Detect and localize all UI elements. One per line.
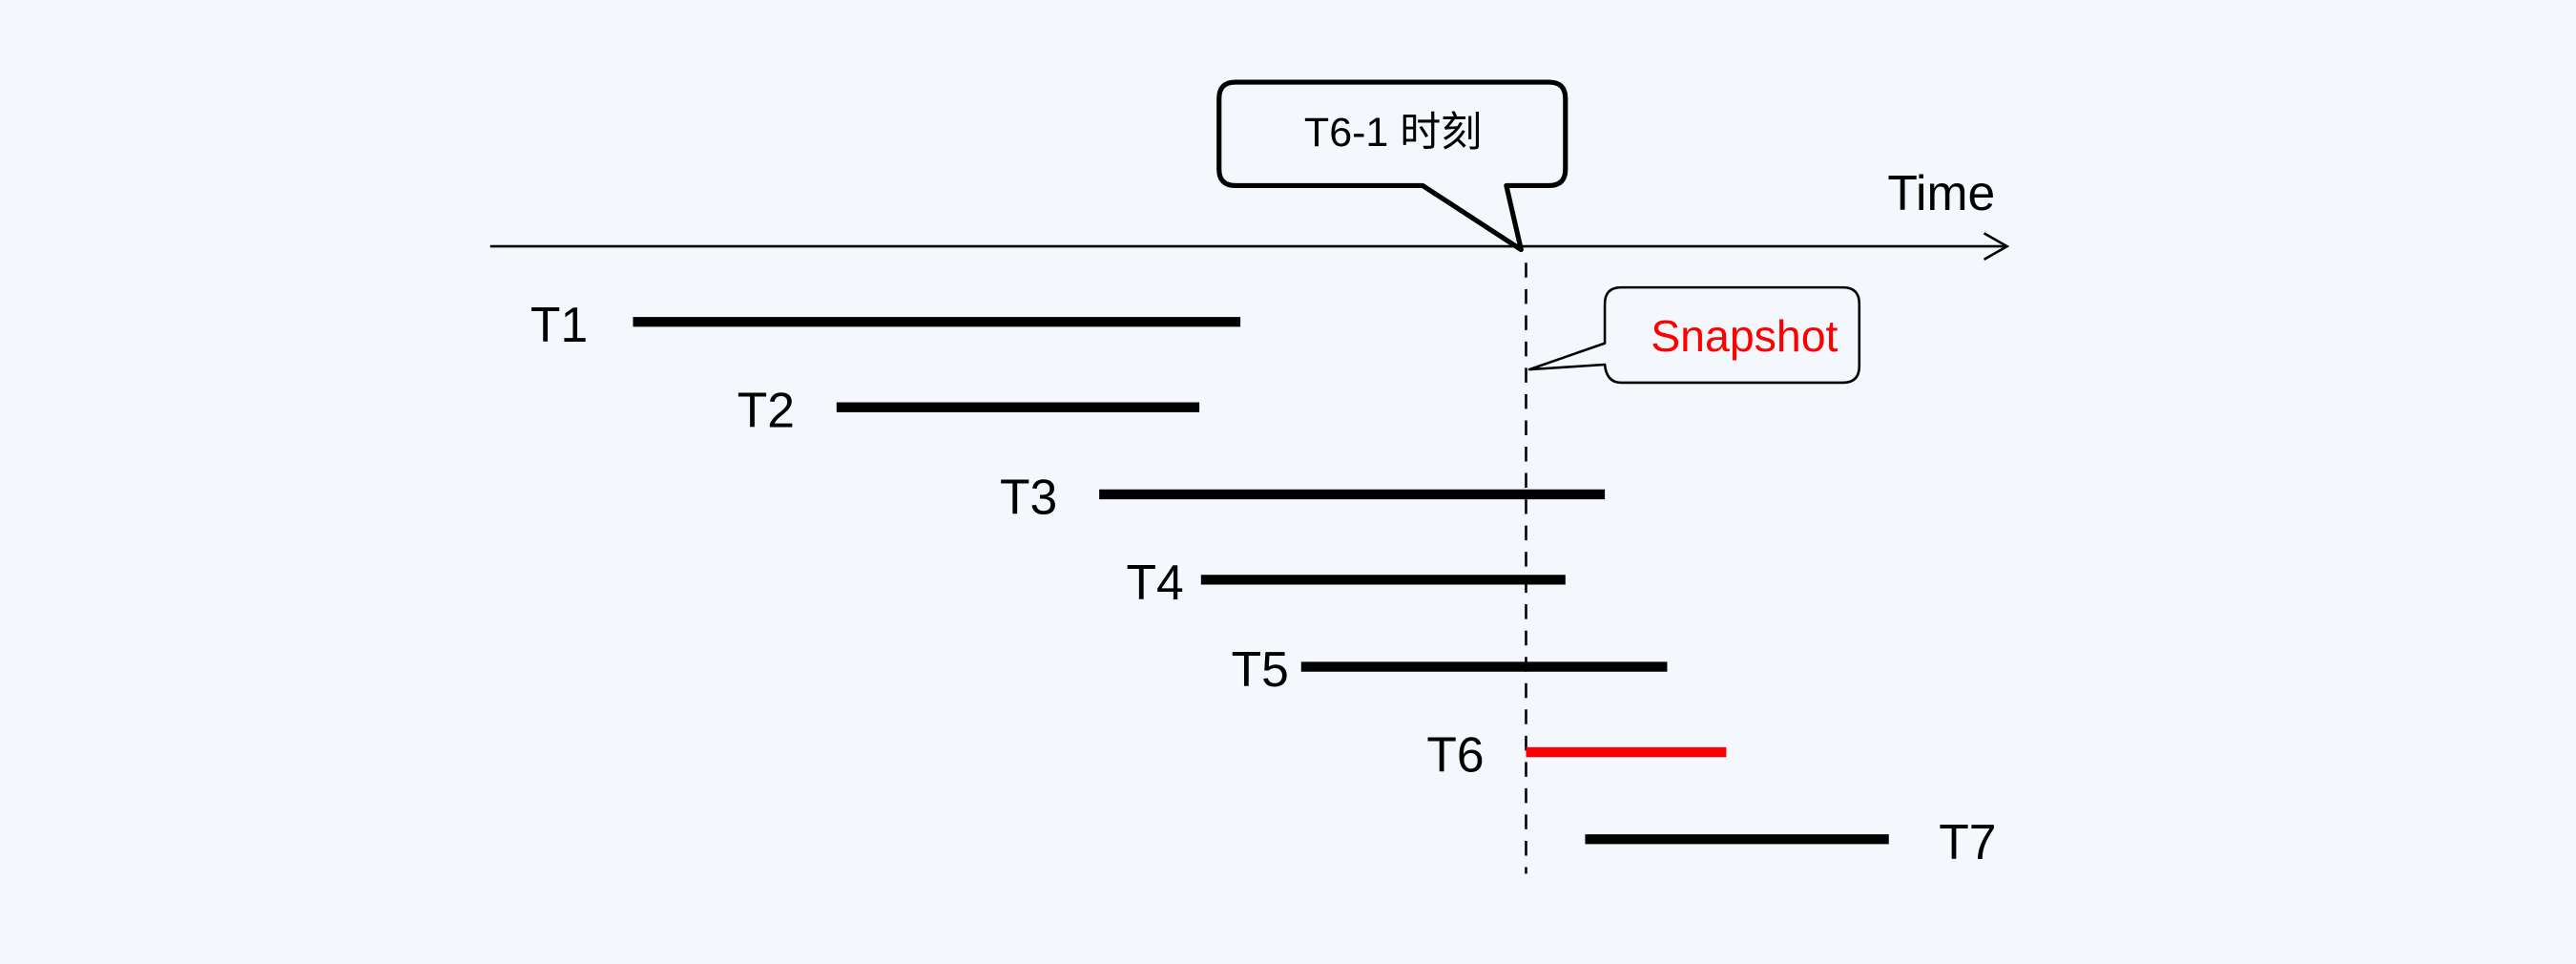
- snapshot-callout: Snapshot: [1527, 285, 1861, 385]
- transaction-label-t5: T5: [1232, 641, 1289, 697]
- axis-arrow-icon: [1983, 232, 2010, 261]
- snapshot-callout-text: Snapshot: [1651, 311, 1838, 361]
- axis-label: Time: [1887, 165, 1995, 220]
- transaction-label-t3: T3: [1000, 470, 1057, 525]
- transaction-label-t1: T1: [530, 297, 588, 352]
- transaction-label-t6: T6: [1426, 727, 1484, 783]
- transaction-label-t4: T4: [1127, 555, 1184, 610]
- marker-callout: T6-1 时刻: [1216, 79, 1568, 253]
- transaction-label-t7: T7: [1939, 814, 1996, 870]
- time-axis: Time: [489, 165, 2010, 261]
- transaction-label-t2: T2: [737, 382, 795, 437]
- marker-callout-text: T6-1 时刻: [1304, 110, 1482, 156]
